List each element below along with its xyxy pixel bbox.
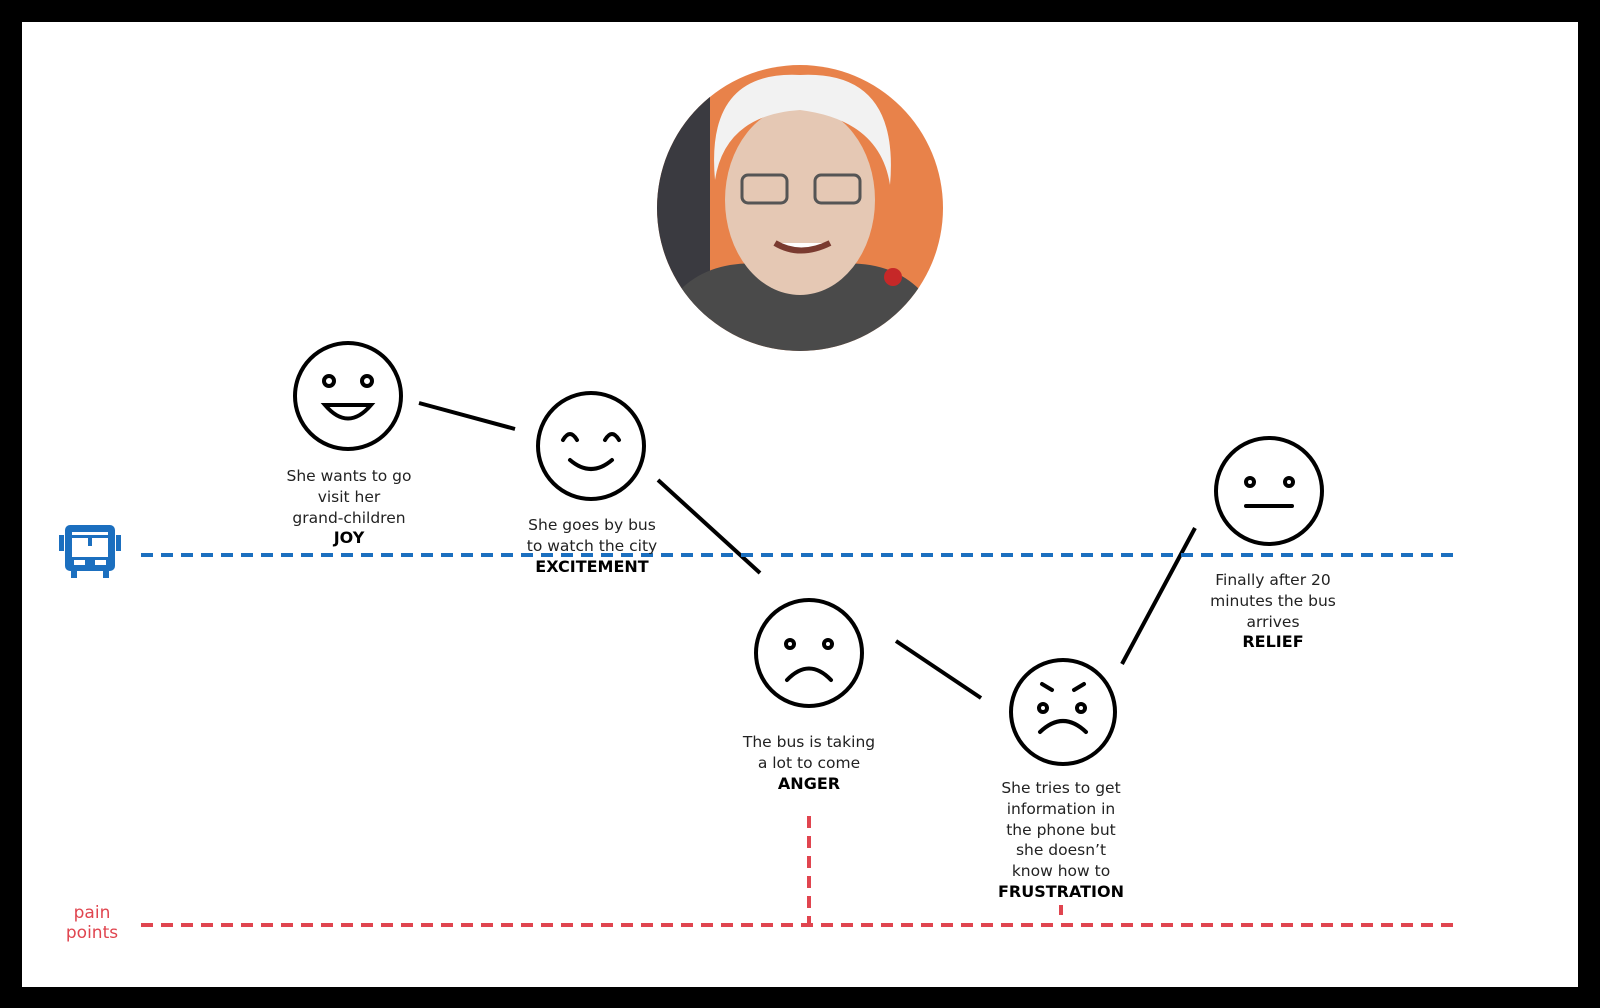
pain-points-label: pain points [66,903,118,943]
pain-points-line [141,816,1457,927]
emotion-label: JOY [333,528,365,548]
angry-face-icon [1009,658,1117,766]
smiling-face-icon [536,391,646,501]
pain-label-line: pain [73,903,111,923]
stage-caption-relief: Finally after 20 minutes the bus arrives… [1210,570,1336,653]
caption-line: visit her [317,487,381,506]
caption-line: the phone but [1006,820,1116,839]
caption-line: arrives [1246,612,1300,631]
laughing-face-icon [293,341,403,451]
caption-line: information in [1006,799,1116,818]
stage-caption-frustration: She tries to get information in the phon… [998,778,1124,903]
emotion-label: EXCITEMENT [535,556,649,576]
pain-label-line: points [65,923,119,943]
stage-caption-joy: She wants to go visit her grand-children… [286,466,411,549]
emotion-label: RELIEF [1242,632,1304,652]
caption-line: The bus is taking [742,733,876,751]
sad-face-icon [754,598,864,708]
caption-line: She wants to go [286,467,412,485]
caption-line: She goes by bus [528,516,656,534]
caption-line: know how to [1011,862,1111,881]
emotion-label: ANGER [777,773,841,793]
emotion-curve [418,401,1197,700]
emotion-label: FRUSTRATION [998,881,1124,901]
caption-line: minutes the bus [1210,591,1336,610]
caption-line: grand-children [292,508,406,527]
caption-line: she doesn’t [1015,841,1107,860]
caption-line: a lot to come [757,753,861,772]
caption-line: to watch the city [526,536,658,555]
neutral-face-icon [1214,436,1324,546]
caption-line: She tries to get [1001,779,1121,797]
stage-caption-anger: The bus is taking a lot to come ANGER [743,732,875,794]
stage-caption-excitement: She goes by bus to watch the city EXCITE… [527,515,657,577]
bus-icon [59,525,121,578]
caption-line: Finally after 20 [1215,571,1331,589]
